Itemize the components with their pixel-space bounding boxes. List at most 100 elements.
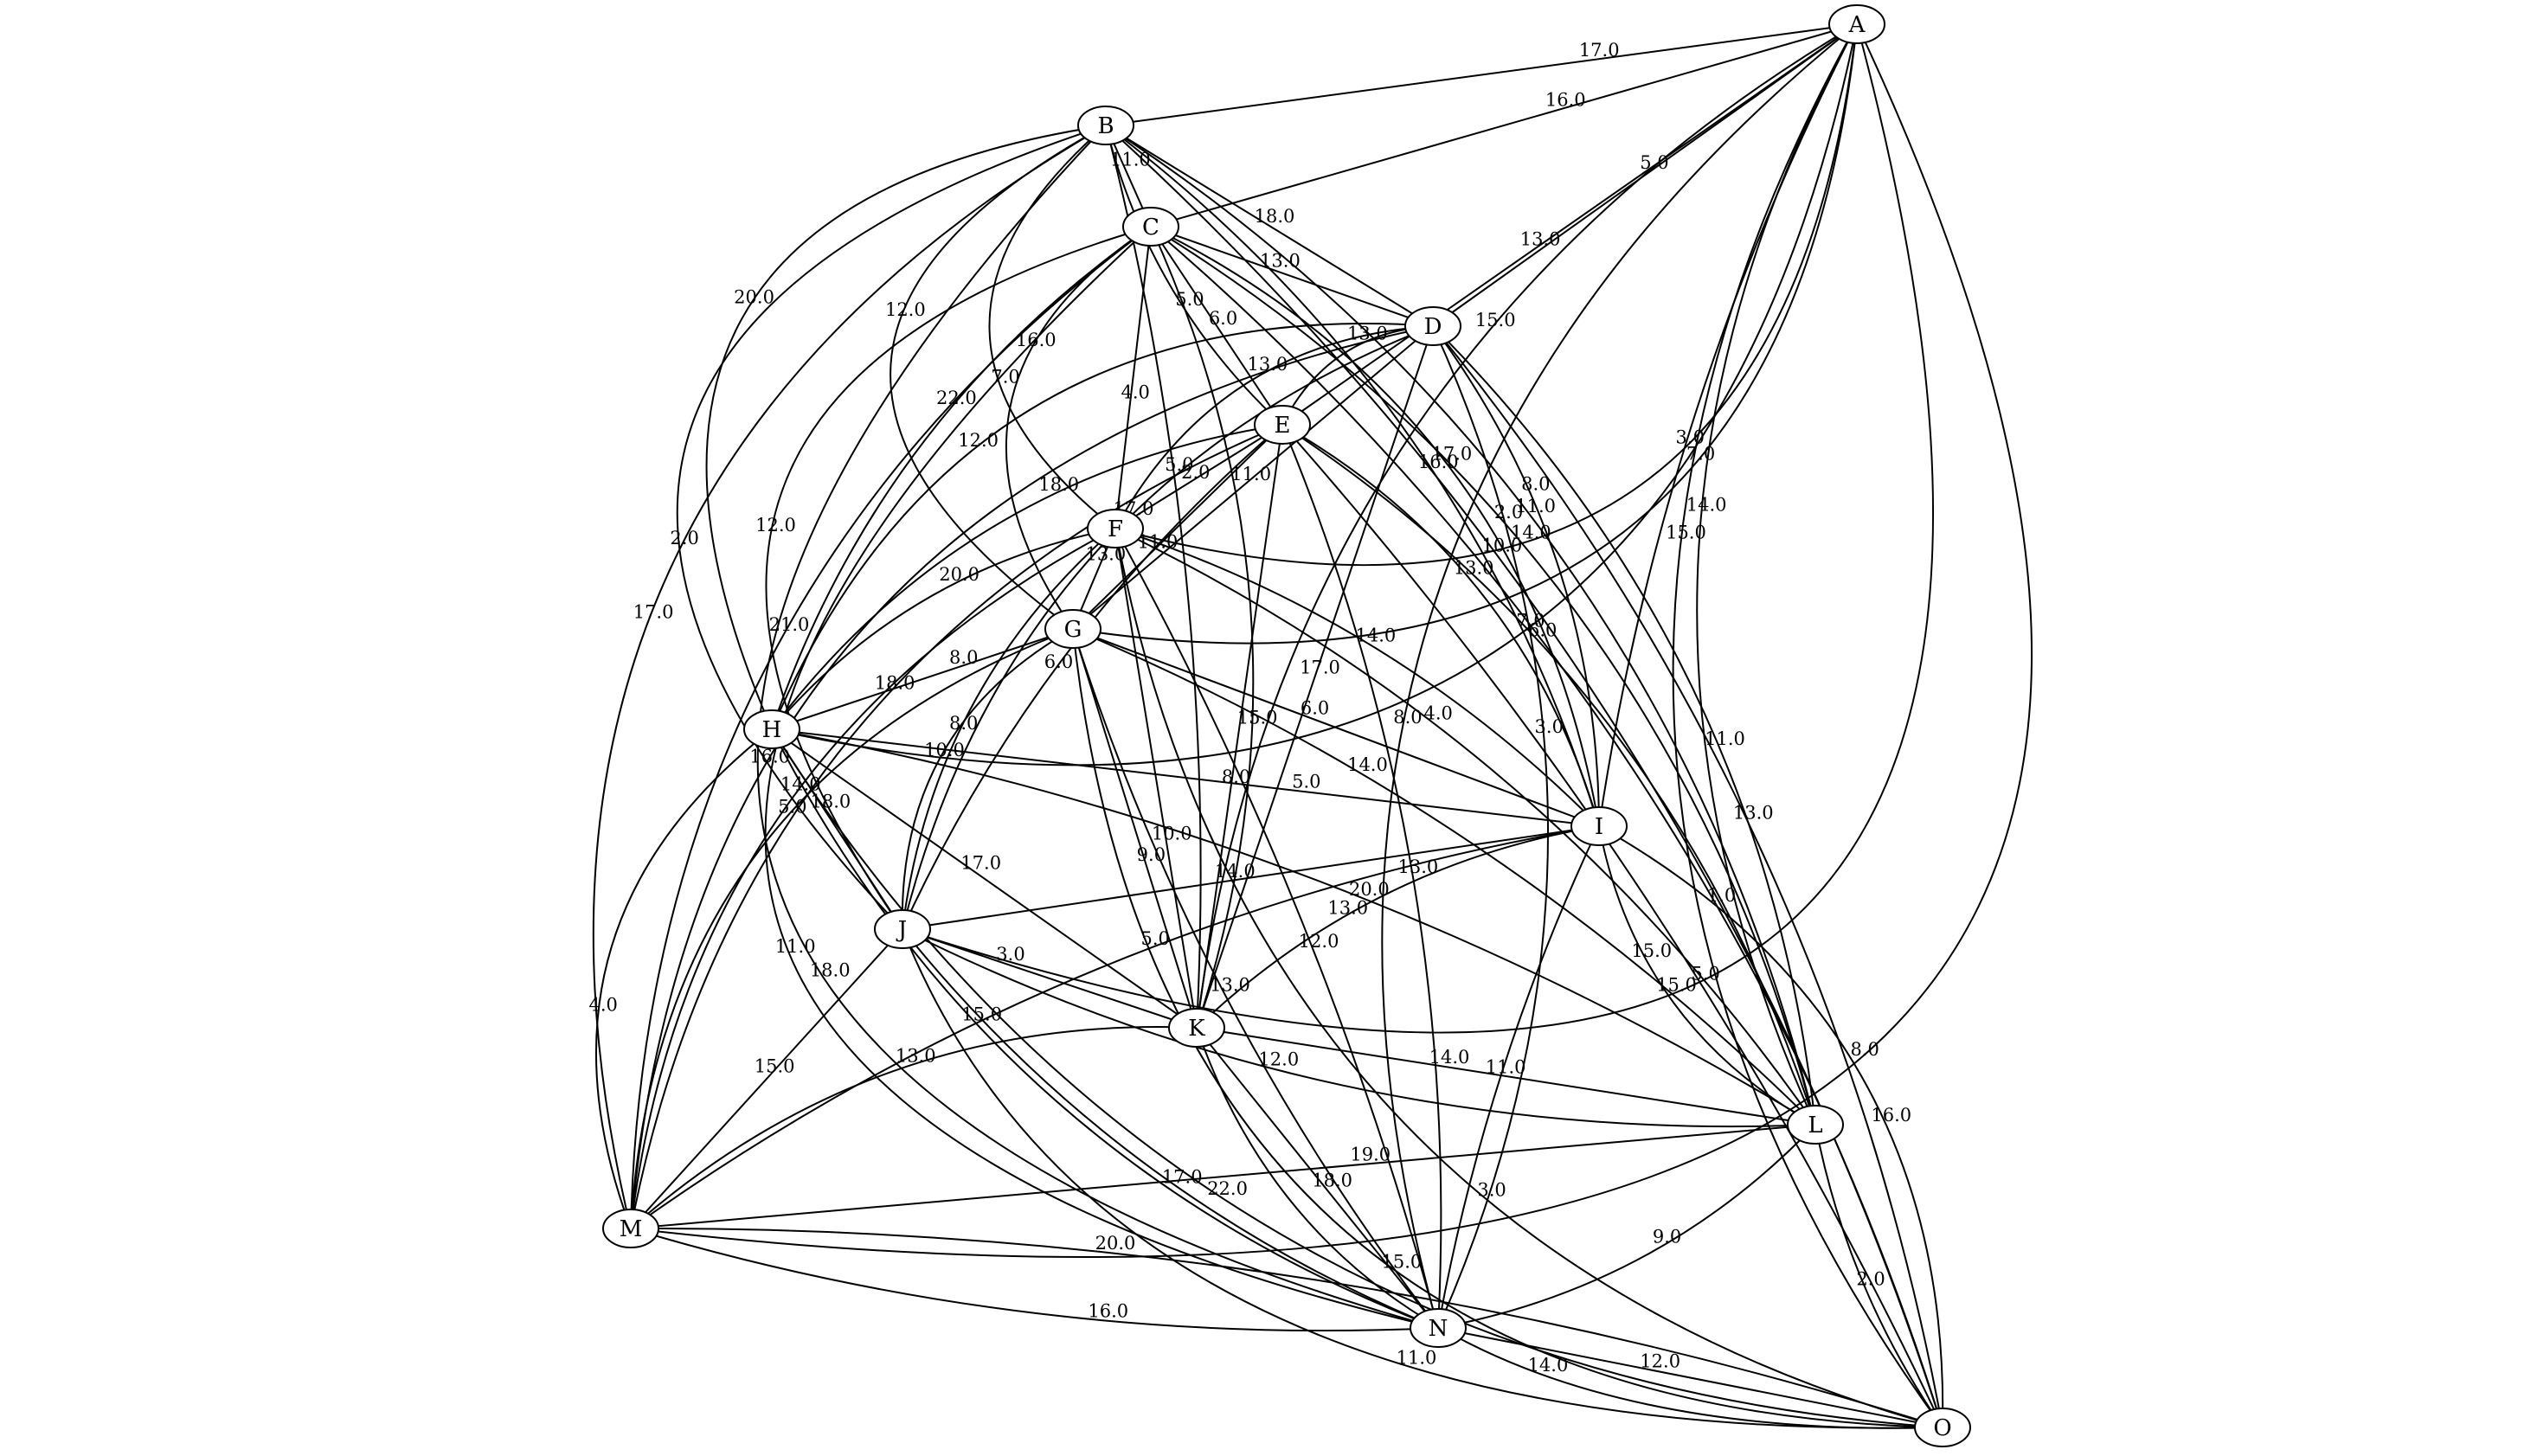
- edge-weight-k-l: 14.0: [1429, 1047, 1470, 1068]
- edge-i-j: [902, 825, 1600, 930]
- edge-e-k: [1196, 424, 1283, 1029]
- edge-a-e: [1281, 23, 1858, 426]
- edge-c-f: [1114, 226, 1152, 529]
- node-o-ellipse: [1914, 1408, 1971, 1447]
- edge-d-o: [1432, 325, 1943, 1428]
- edge-weight-a-o: 15.0: [1666, 523, 1706, 543]
- edge-weight-a-k: 15.0: [1475, 310, 1516, 330]
- edge-weight-a-h: 7.0: [1516, 611, 1545, 632]
- edge-weight-l-n: 9.0: [1653, 1227, 1681, 1248]
- edge-k-n: [1196, 1027, 1439, 1329]
- edge-weight-f-j: 8.0: [949, 713, 978, 734]
- edge-b-g: [890, 125, 1107, 630]
- node-j-label: J: [896, 917, 907, 943]
- edge-weight-b-j: 2.0: [670, 528, 698, 548]
- edge-j-l: [902, 928, 1816, 1128]
- node-a: A: [1828, 4, 1885, 44]
- edge-d-h: [771, 323, 1434, 730]
- edge-weight-h-i: 5.0: [1292, 772, 1320, 792]
- edge-b-h: [705, 125, 1107, 730]
- edge-weight-i-l: 15.0: [1631, 940, 1672, 961]
- edge-h-l: [771, 728, 1816, 1126]
- edge-b-m: [592, 125, 1107, 1229]
- node-o-label: O: [1933, 1415, 1951, 1441]
- edge-n-o: [1437, 1327, 1943, 1428]
- edge-weight-g-j: 10.0: [924, 740, 965, 760]
- edge-d-j: [902, 325, 1434, 930]
- node-m-label: M: [620, 1216, 643, 1242]
- edge-weight-k-m: 13.0: [896, 1045, 936, 1066]
- edge-a-f: [1114, 23, 1858, 567]
- edge-weight-j-k: 3.0: [996, 944, 1024, 965]
- node-l-ellipse: [1787, 1105, 1844, 1145]
- edge-weight-d-i: 8.0: [1521, 474, 1550, 495]
- edge-weight-g-o: 15.0: [1382, 1252, 1423, 1273]
- edge-weight-h-k: 17.0: [960, 853, 1001, 874]
- edge-m-o: [630, 1227, 1943, 1428]
- edge-f-n: [1114, 528, 1439, 1329]
- edge-a-m: [630, 23, 2033, 1258]
- edge-l-n: [1437, 1124, 1816, 1329]
- node-g: G: [1044, 609, 1102, 649]
- edge-a-c: [1150, 23, 1858, 228]
- edge-weight-b-d: 18.0: [1255, 206, 1295, 227]
- edge-weight-b-k: 5.0: [1165, 454, 1193, 475]
- edge-weight-i-n: 11.0: [1486, 1057, 1526, 1078]
- edge-d-i: [1432, 325, 1600, 827]
- edge-weight-i-o: 16.0: [1871, 1105, 1911, 1126]
- edge-h-i: [771, 728, 1600, 827]
- edge-weight-e-n: 13.0: [1398, 856, 1439, 877]
- edge-weight-a-n: 8.0: [1393, 707, 1422, 728]
- edge-f-m: [630, 528, 1116, 1229]
- edge-weight-i-k: 13.0: [1327, 897, 1368, 918]
- edge-weight-m-n: 16.0: [1088, 1300, 1128, 1321]
- edge-b-f: [988, 125, 1116, 529]
- edge-weight-i-j: 14.0: [1215, 861, 1256, 882]
- edge-k-l: [1196, 1027, 1816, 1126]
- edge-labels-layer: 17.016.05.013.014.07.07.03.015.015.014.0…: [588, 40, 1911, 1376]
- edge-j-k: [902, 928, 1198, 1029]
- node-e-label: E: [1275, 413, 1291, 439]
- edge-g-j: [901, 628, 1074, 930]
- edge-weight-f-l: 4.0: [1423, 702, 1452, 723]
- edge-weight-c-j: 12.0: [755, 515, 796, 536]
- edge-k-m: [630, 1026, 1198, 1229]
- edge-weight-c-i: 17.0: [1432, 444, 1473, 465]
- edge-a-o: [1672, 23, 1943, 1428]
- edge-weight-b-e: 5.0: [1175, 289, 1204, 310]
- edge-weight-c-d: 13.0: [1260, 251, 1301, 272]
- edge-weight-e-j: 6.0: [1044, 651, 1073, 672]
- edge-b-k: [1105, 125, 1202, 1029]
- node-h-ellipse: [743, 709, 800, 749]
- edge-h-m: [595, 728, 773, 1229]
- edge-g-k: [1072, 628, 1198, 1029]
- edge-e-l: [1281, 424, 1816, 1126]
- edge-g-n: [1072, 628, 1439, 1329]
- edge-j-m: [630, 928, 903, 1229]
- edge-a-i: [1598, 23, 1858, 827]
- edge-weight-e-g: 11.0: [1138, 531, 1179, 552]
- edge-e-i: [1281, 424, 1600, 827]
- edge-weight-c-o: 1.0: [1707, 885, 1736, 906]
- node-c: C: [1122, 207, 1179, 247]
- edge-e-o: [1281, 424, 1943, 1428]
- edge-weight-d-h: 12.0: [958, 430, 999, 451]
- edge-weight-g-n: 13.0: [1210, 975, 1250, 996]
- node-k-ellipse: [1168, 1008, 1225, 1048]
- edge-weight-c-n: 11.0: [775, 936, 816, 957]
- edge-weight-g-i: 6.0: [1301, 698, 1329, 719]
- edge-e-n: [1281, 424, 1442, 1329]
- edge-c-e: [1150, 226, 1283, 426]
- edge-weight-a-l: 14.0: [1686, 494, 1727, 515]
- node-m: M: [602, 1209, 659, 1248]
- edge-weight-f-m: 14.0: [780, 774, 821, 795]
- edge-weight-e-m: 18.0: [875, 672, 915, 693]
- node-d: D: [1404, 306, 1461, 346]
- edge-a-l: [1696, 23, 1858, 1126]
- edge-weight-c-h: 22.0: [936, 388, 977, 408]
- node-j: J: [874, 909, 931, 949]
- edge-weight-e-f: 2.0: [1181, 462, 1210, 483]
- edge-weight-a-b: 17.0: [1579, 40, 1620, 61]
- edge-weight-a-d: 5.0: [1640, 152, 1668, 173]
- edge-k-o: [1196, 1027, 1943, 1429]
